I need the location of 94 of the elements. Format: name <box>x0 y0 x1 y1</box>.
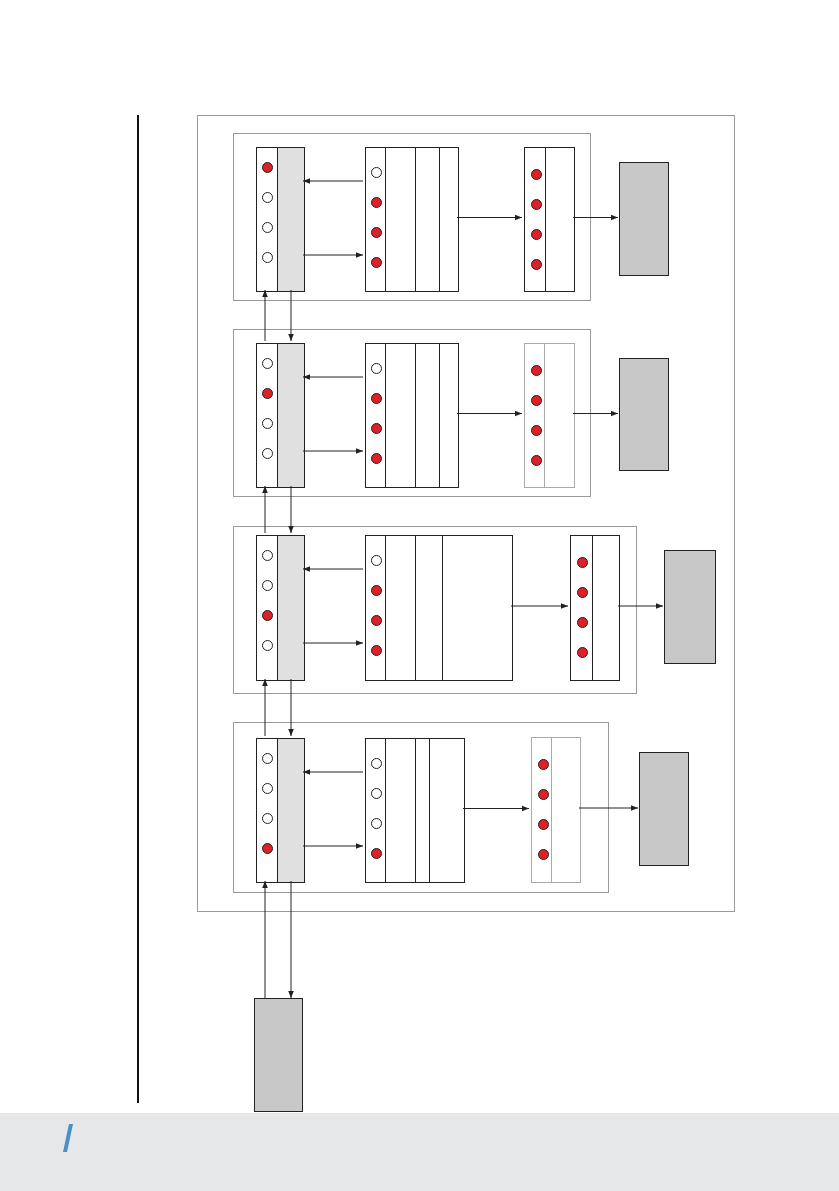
arrow <box>288 678 294 737</box>
arrow <box>302 843 364 849</box>
lit-indicator <box>538 849 549 860</box>
lit-indicator <box>538 759 549 770</box>
device-box <box>619 358 669 471</box>
arrow <box>262 880 268 999</box>
indicator-panel <box>570 535 620 681</box>
arrow <box>288 289 294 342</box>
indicator-panel <box>531 737 581 883</box>
arrow <box>572 214 619 221</box>
lit-indicator <box>371 645 382 656</box>
arrow <box>302 769 364 775</box>
module-frame <box>233 526 637 694</box>
lit-indicator <box>371 848 382 859</box>
unlit-indicator <box>262 418 273 429</box>
arrow <box>262 289 268 342</box>
board-panel <box>365 535 513 681</box>
lit-indicator <box>577 557 588 568</box>
unlit-indicator <box>371 555 382 566</box>
switch-panel <box>256 738 305 883</box>
unlit-indicator <box>262 753 273 764</box>
device-box <box>254 998 303 1112</box>
lit-indicator <box>531 365 542 376</box>
arrow <box>302 178 364 184</box>
arrow <box>302 448 364 454</box>
unlit-indicator <box>262 813 273 824</box>
indicator-panel <box>524 147 575 292</box>
unlit-indicator <box>371 818 382 829</box>
unlit-indicator <box>262 640 273 651</box>
lit-indicator <box>371 423 382 434</box>
lit-indicator <box>531 455 542 466</box>
lit-indicator <box>538 789 549 800</box>
lit-indicator <box>531 259 542 270</box>
unlit-indicator <box>371 788 382 799</box>
arrow <box>288 880 294 999</box>
unlit-indicator <box>262 783 273 794</box>
arrow <box>462 805 530 812</box>
unlit-indicator <box>262 222 273 233</box>
lit-indicator <box>577 647 588 658</box>
lit-indicator <box>577 587 588 598</box>
arrow <box>302 566 364 572</box>
outer-frame <box>197 115 735 912</box>
device-box <box>664 550 716 664</box>
arrow <box>456 214 523 221</box>
lit-indicator <box>262 843 273 854</box>
arrow <box>302 252 364 258</box>
arrow <box>288 485 294 534</box>
unlit-indicator <box>371 167 382 178</box>
indicator-panel <box>524 343 575 488</box>
module-frame <box>233 722 609 893</box>
unlit-indicator <box>262 550 273 561</box>
lit-indicator <box>538 819 549 830</box>
arrow <box>578 805 639 811</box>
switch-panel <box>256 147 305 292</box>
arrow <box>617 603 664 609</box>
arrow <box>302 640 364 646</box>
device-box <box>619 162 669 276</box>
board-panel <box>365 343 459 488</box>
lit-indicator <box>531 425 542 436</box>
arrow <box>510 603 569 609</box>
unlit-indicator <box>262 580 273 591</box>
arrow <box>302 374 364 380</box>
unlit-indicator <box>262 252 273 263</box>
unlit-indicator <box>371 758 382 769</box>
device-box <box>639 752 689 866</box>
lit-indicator <box>531 395 542 406</box>
lit-indicator <box>371 453 382 464</box>
switch-panel <box>256 535 305 681</box>
lit-indicator <box>577 617 588 628</box>
unlit-indicator <box>371 363 382 374</box>
module-frame <box>233 329 591 497</box>
lit-indicator <box>531 199 542 210</box>
arrow <box>572 410 619 417</box>
lit-indicator <box>262 388 273 399</box>
switch-panel <box>256 343 305 488</box>
board-panel <box>365 147 459 292</box>
unlit-indicator <box>262 192 273 203</box>
unlit-indicator <box>262 448 273 459</box>
lit-indicator <box>262 162 273 173</box>
arrow <box>262 678 268 737</box>
arrow <box>262 485 268 534</box>
lit-indicator <box>371 227 382 238</box>
unlit-indicator <box>262 358 273 369</box>
lit-indicator <box>371 197 382 208</box>
lit-indicator <box>262 610 273 621</box>
lit-indicator <box>531 169 542 180</box>
arrow <box>456 410 523 417</box>
lit-indicator <box>531 229 542 240</box>
lit-indicator <box>371 585 382 596</box>
lit-indicator <box>371 257 382 268</box>
lit-indicator <box>371 615 382 626</box>
lit-indicator <box>371 393 382 404</box>
module-frame <box>233 133 591 301</box>
board-panel <box>365 738 465 883</box>
